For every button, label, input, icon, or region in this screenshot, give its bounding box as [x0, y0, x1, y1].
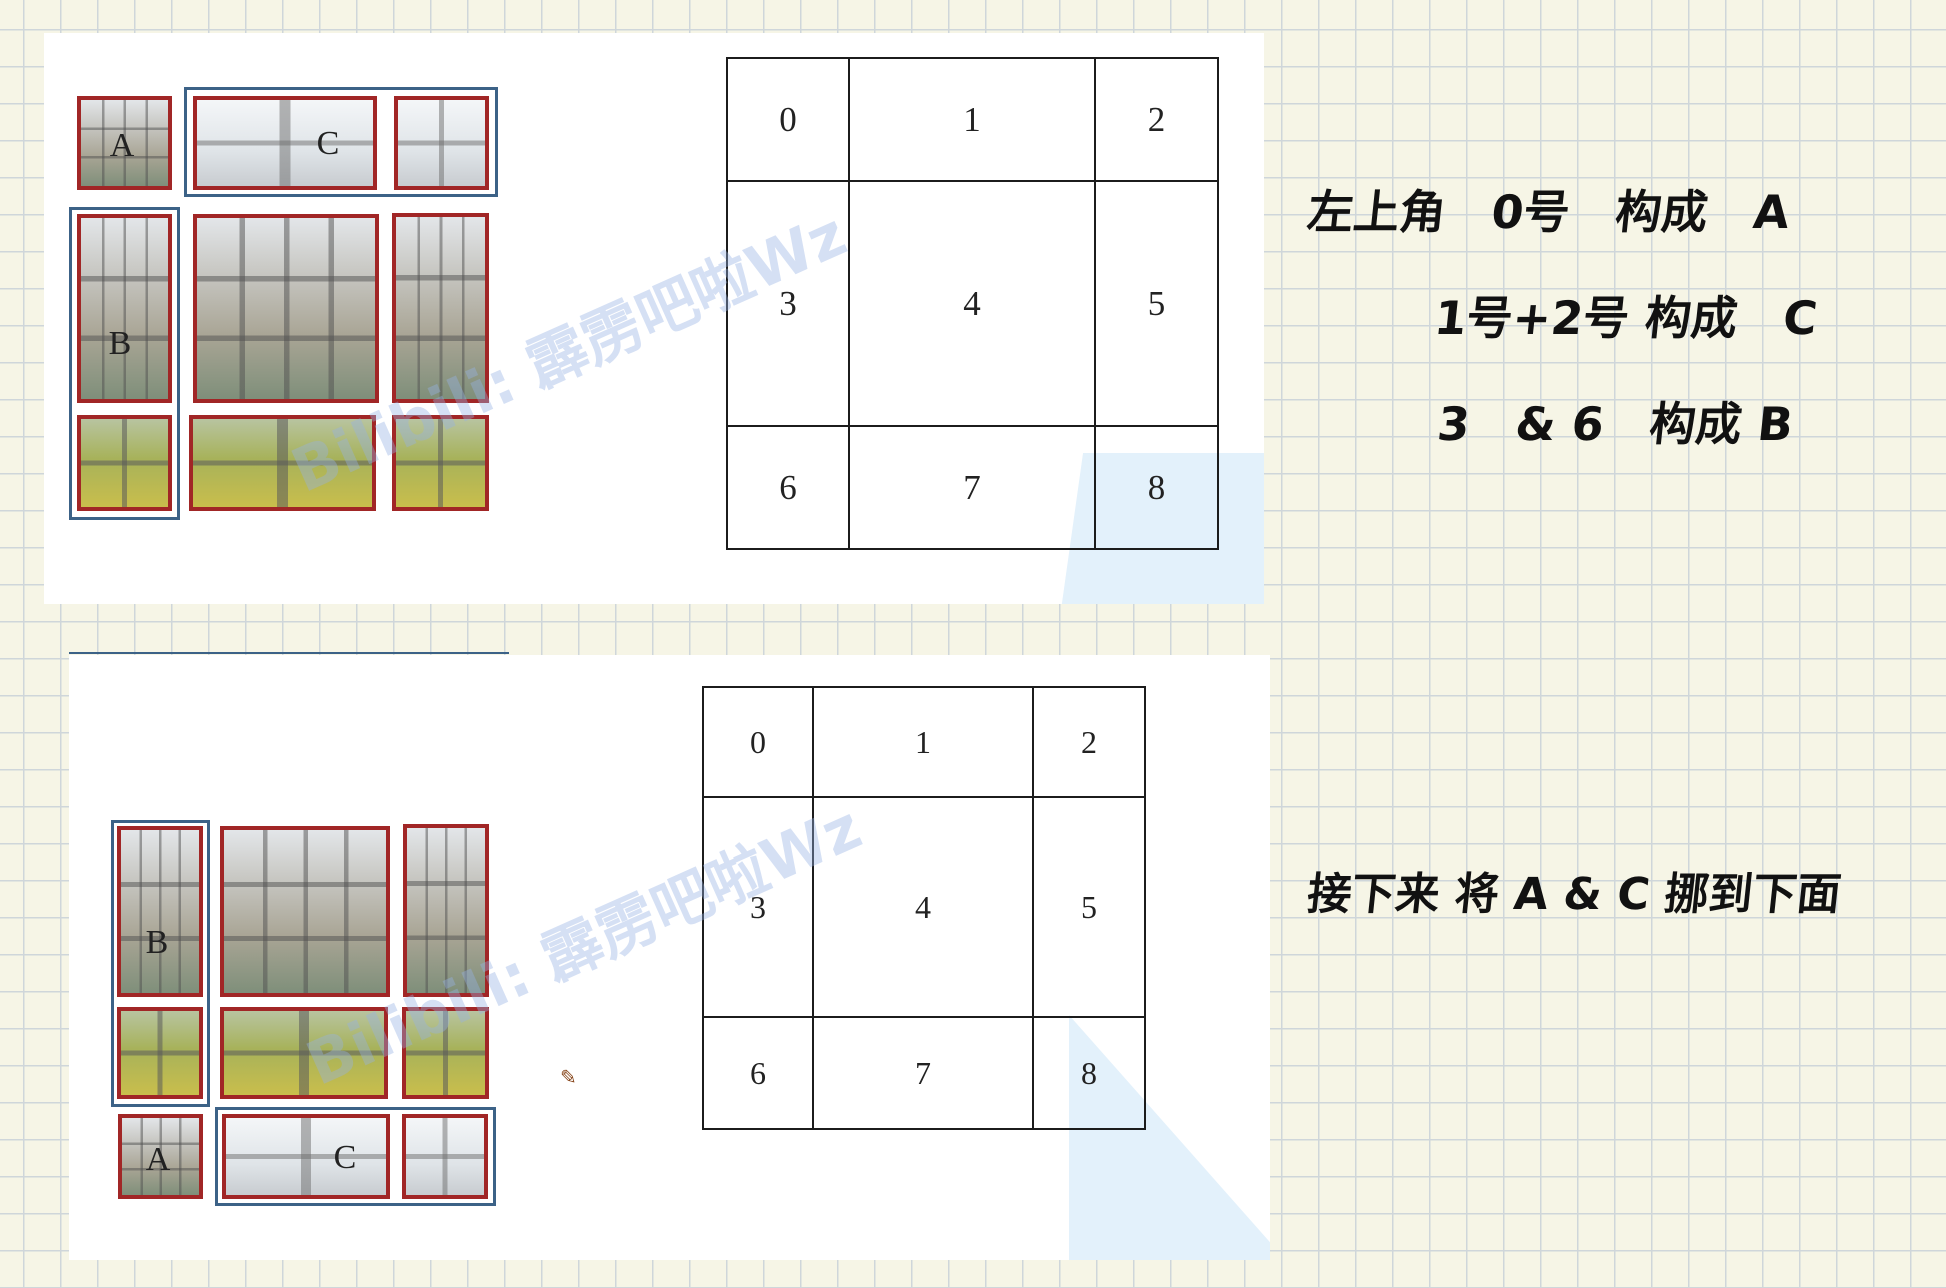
- panel-7: [189, 415, 376, 511]
- panel-5: [403, 824, 489, 997]
- group-c-box: [215, 1107, 496, 1206]
- panel-1: [193, 96, 377, 190]
- note-line-4: 接下来 将 A & C 挪到下面: [1304, 869, 1844, 920]
- grid-cell: 1: [848, 57, 1096, 182]
- grid-cell: 3: [726, 180, 850, 427]
- panel-2: [402, 1114, 488, 1199]
- panel-6: [117, 1007, 203, 1099]
- label-a: A: [109, 127, 135, 164]
- grid-cell: 6: [726, 425, 850, 550]
- grid-cell: 5: [1094, 180, 1219, 427]
- grid-cell: 2: [1094, 57, 1219, 182]
- grid-cell: 6: [702, 1016, 814, 1130]
- grid-table: 0 1 2 3 4 5 6 7 8: [702, 686, 1146, 1130]
- label-b: B: [108, 325, 132, 362]
- grid-cell: 8: [1094, 425, 1219, 550]
- panel-7: [220, 1007, 388, 1099]
- panel-0: [77, 96, 172, 190]
- panel-6: [77, 415, 172, 511]
- panel-4: [193, 214, 379, 403]
- grid-cell: 4: [812, 796, 1034, 1018]
- label-a: A: [145, 1141, 171, 1178]
- note-line-2: 1号+2号 构成 C: [1431, 291, 1820, 345]
- label-c: C: [316, 125, 340, 162]
- grid-cell: 8: [1032, 1016, 1146, 1130]
- grid-cell: 7: [848, 425, 1096, 550]
- panel-8: [402, 1007, 489, 1099]
- grid-cell: 3: [702, 796, 814, 1018]
- grid-table: 0 1 2 3 4 5 6 7 8: [726, 57, 1219, 550]
- group-b-box: [111, 820, 210, 1107]
- panel-1: [222, 1114, 390, 1199]
- grid-cell: 4: [848, 180, 1096, 427]
- grid-cell: 1: [812, 686, 1034, 798]
- pen-cursor-icon: ✎: [560, 1067, 577, 1089]
- panel-4: [220, 826, 390, 997]
- grid-cell: 5: [1032, 796, 1146, 1018]
- panel-2: [394, 96, 489, 190]
- divider-line: [69, 652, 509, 654]
- panel-0: [118, 1114, 203, 1199]
- bottom-slide: B A C ✎ 0 1 2 3 4 5 6 7 8 Bilibili: 霹雳吧啦…: [69, 655, 1270, 1260]
- label-c: C: [333, 1139, 357, 1176]
- panel-8: [392, 415, 489, 511]
- group-c-box: [184, 87, 498, 197]
- panel-3: [77, 214, 172, 403]
- grid-cell: 2: [1032, 686, 1146, 798]
- top-slide: A C B 0 1 2 3 4 5 6 7 8 Bilibili: 霹雳吧啦Wz: [44, 33, 1264, 604]
- panel-3: [117, 826, 203, 997]
- grid-cell: 0: [726, 57, 850, 182]
- grid-cell: 7: [812, 1016, 1034, 1130]
- grid-cell: 0: [702, 686, 814, 798]
- group-b-box: [69, 207, 180, 520]
- note-line-3: 3 & 6 构成 B: [1434, 397, 1796, 451]
- label-b: B: [145, 924, 169, 961]
- panel-5: [392, 213, 489, 403]
- note-line-1: 左上角 0号 构成 A: [1304, 185, 1793, 239]
